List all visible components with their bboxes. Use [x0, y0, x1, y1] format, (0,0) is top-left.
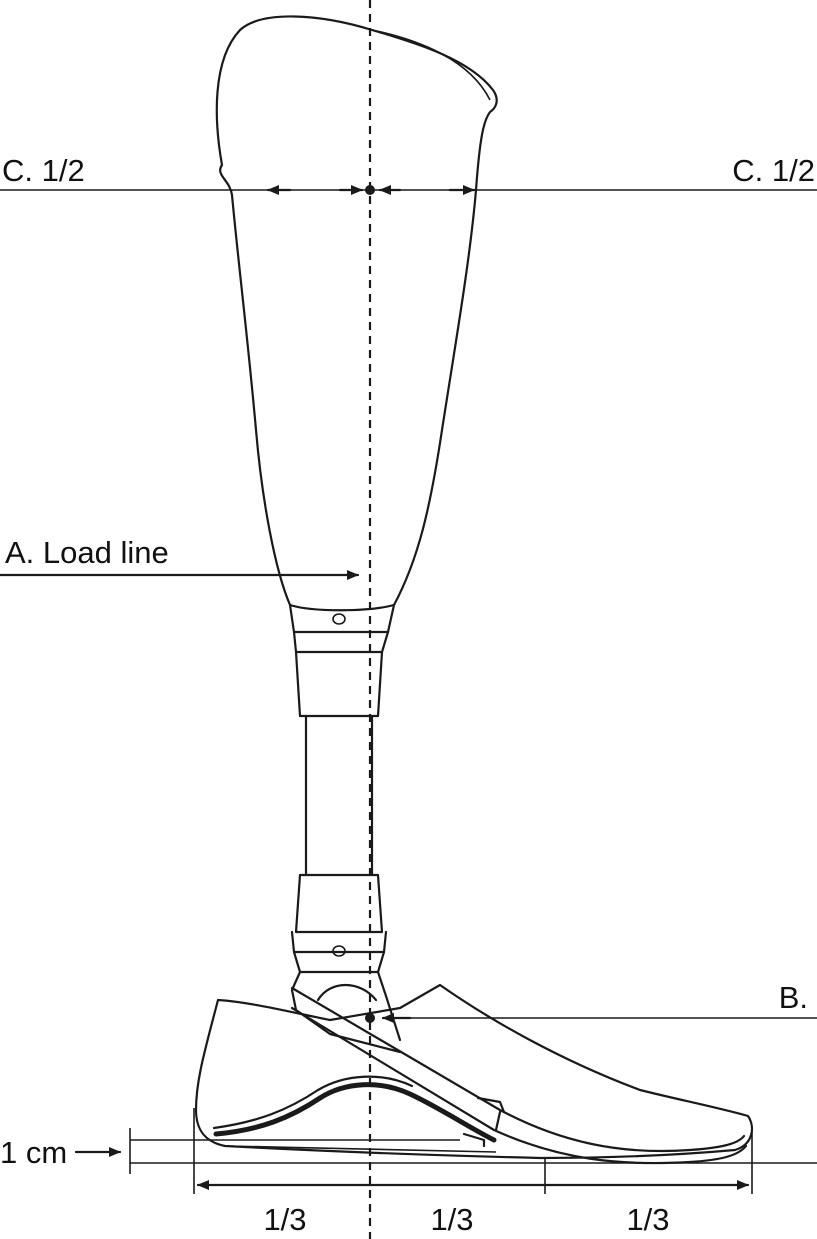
point-b-marker [365, 1013, 817, 1023]
label-load-line: A. Load line [5, 535, 169, 570]
heel-height-marker [74, 1128, 817, 1174]
foot-keel [212, 986, 748, 1165]
label-third-3: 1/3 [626, 1202, 669, 1237]
socket [215, 15, 498, 634]
shoe [194, 983, 753, 1160]
label-third-2: 1/3 [430, 1202, 473, 1237]
circumference-marker [0, 185, 817, 195]
label-circumference-left: C. 1/2 [2, 153, 85, 188]
pylon [290, 630, 390, 974]
thirds-dimension [193, 1108, 753, 1194]
label-circumference-right: C. 1/2 [732, 153, 815, 188]
label-point-b: B. [779, 980, 808, 1015]
label-heel-height: 1 cm [0, 1135, 67, 1170]
label-third-1: 1/3 [263, 1202, 306, 1237]
